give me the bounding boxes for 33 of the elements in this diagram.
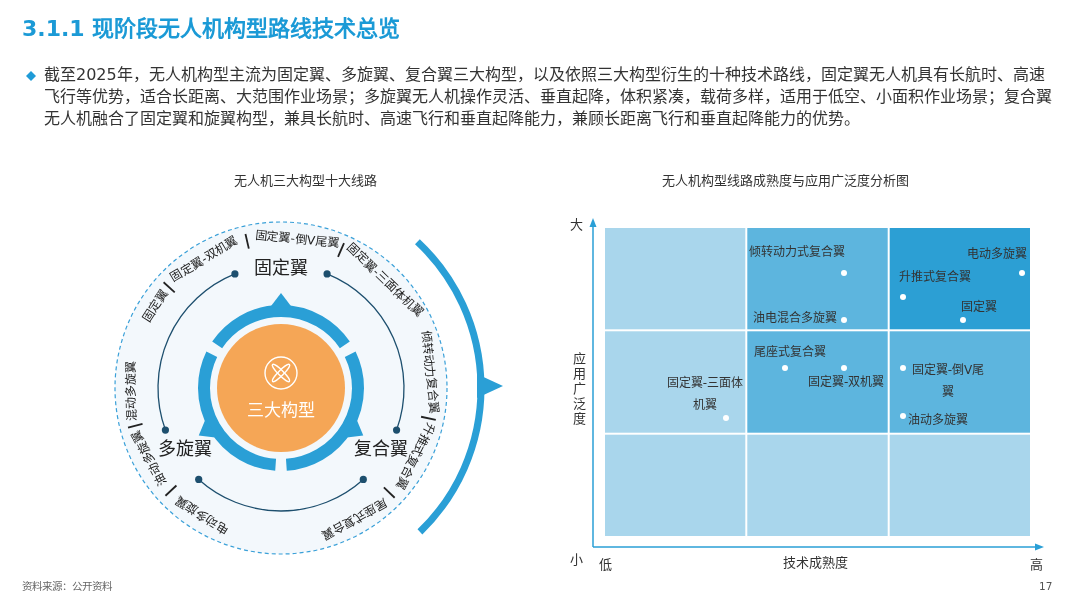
point-label: 倾转动力式复合翼 <box>749 246 845 258</box>
axis-label: 高 <box>1029 557 1043 571</box>
page-number: 17 <box>1039 581 1053 592</box>
point-label: 油动多旋翼 <box>908 414 968 426</box>
route-label: 固定翼-三面体机翼 <box>344 240 426 320</box>
point-label: 固定翼-三面体机翼 <box>665 375 745 414</box>
node-label: 三大构型 <box>246 402 316 419</box>
route-label: 尾座式复合翼 <box>319 496 389 542</box>
source-note: 资料来源：公开资料 <box>22 581 112 592</box>
point-label: 升推式复合翼 <box>899 271 971 283</box>
point-label: 油电混合多旋翼 <box>753 312 837 324</box>
axis-label: 大 <box>569 217 583 231</box>
point-label: 固定翼-双机翼 <box>808 376 885 388</box>
route-label: 倾转动力复合翼 <box>419 329 441 415</box>
chart-title: 无人机构型线路成熟度与应用广泛度分析图 <box>661 174 909 187</box>
type-label: 多旋翼 <box>158 440 212 458</box>
point-label: 电动多旋翼 <box>967 248 1027 260</box>
chart-title: 无人机三大构型十大线路 <box>233 174 377 187</box>
type-label: 固定翼 <box>254 259 308 277</box>
axis-label: 低 <box>598 557 612 571</box>
route-label: 混动多旋翼 <box>124 360 138 421</box>
point-label: 固定翼 <box>961 301 997 313</box>
route-label: 固定翼-倒V尾翼 <box>254 228 340 250</box>
axis-label: 小 <box>569 552 583 566</box>
point-label: 尾座式复合翼 <box>754 346 826 358</box>
point-label: 固定翼-倒V尾翼 <box>910 362 986 401</box>
axis-label: 应用广泛度 <box>573 351 586 426</box>
route-label: 固定翼 <box>140 287 170 325</box>
axis-label: 技术成熟度 <box>782 555 848 569</box>
page-title: 3.1.1 现阶段无人机构型路线技术总览 <box>22 18 401 40</box>
summary-text: 截至2025年，无人机构型主流为固定翼、多旋翼、复合翼三大构型，以及依照三大构型衍生的十种技术路线，固定翼无人机具有长航时、高速飞行等优势，适合长距离、大范围作业场景；多旋翼无人机操作灵活、垂直起降，体积紧凑，载荷多样，适用于低空、小面积作业场景；复合翼无人机融合了固定翼和旋翼构型，兼具长航时、高速飞行和垂直起降能力，兼顾长距离飞行和垂直起降能力的优势。 <box>44 64 1053 130</box>
route-label: 固定翼-双机翼 <box>167 234 240 285</box>
route-label: 电动多旋翼 <box>172 494 231 537</box>
